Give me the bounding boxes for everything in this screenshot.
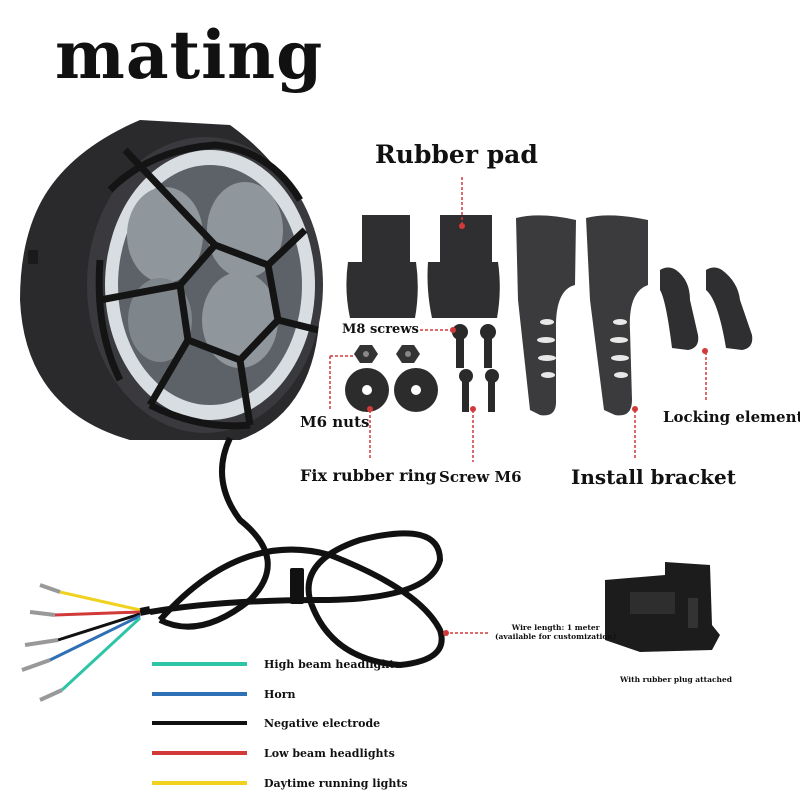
wire-length-line1: Wire length: 1 meter xyxy=(511,623,600,632)
legend-label: Daytime running lights xyxy=(264,776,408,790)
rubber-pad-illustration xyxy=(346,177,500,318)
legend-swatch xyxy=(152,662,247,666)
locking-element-label: Locking element xyxy=(663,408,800,426)
nuts-and-rings-illustration xyxy=(329,345,438,460)
plug-note: With rubber plug attached xyxy=(620,675,732,684)
legend-swatch xyxy=(152,692,247,696)
legend-label: High beam headlights xyxy=(264,657,401,671)
rubber-pad-label: Rubber pad xyxy=(375,140,538,169)
legend-swatch xyxy=(152,781,247,785)
legend-label: Horn xyxy=(264,687,296,701)
m8-screws-label: M8 screws xyxy=(342,322,419,337)
legend-item-drl: Daytime running lights xyxy=(152,776,408,790)
wire-length-note: Wire length: 1 meter (available for cust… xyxy=(495,623,617,641)
legend-label: Low beam headlights xyxy=(264,746,395,760)
locking-element-illustration xyxy=(660,267,753,402)
screws-illustration xyxy=(420,324,499,462)
legend-label: Negative electrode xyxy=(264,716,381,730)
legend-swatch xyxy=(152,751,247,755)
fix-rubber-ring-label: Fix rubber ring xyxy=(300,466,437,485)
screw-m6-label: Screw M6 xyxy=(439,468,522,486)
legend-item-horn: Horn xyxy=(152,687,296,701)
legend-item-high-beam: High beam headlights xyxy=(152,657,401,671)
page-title: mating xyxy=(55,16,324,94)
connector-plug-illustration xyxy=(605,562,720,652)
wire-harness-illustration xyxy=(21,530,490,702)
install-bracket-label: Install bracket xyxy=(571,465,736,489)
legend-swatch xyxy=(152,721,247,725)
legend-item-negative: Negative electrode xyxy=(152,716,380,730)
legend-item-low-beam: Low beam headlights xyxy=(152,746,395,760)
headlight-illustration xyxy=(20,120,323,630)
wire-length-line2: (available for customization) xyxy=(495,631,617,641)
m6-nuts-label: M6 nuts xyxy=(300,413,370,431)
install-bracket-illustration xyxy=(516,215,648,460)
